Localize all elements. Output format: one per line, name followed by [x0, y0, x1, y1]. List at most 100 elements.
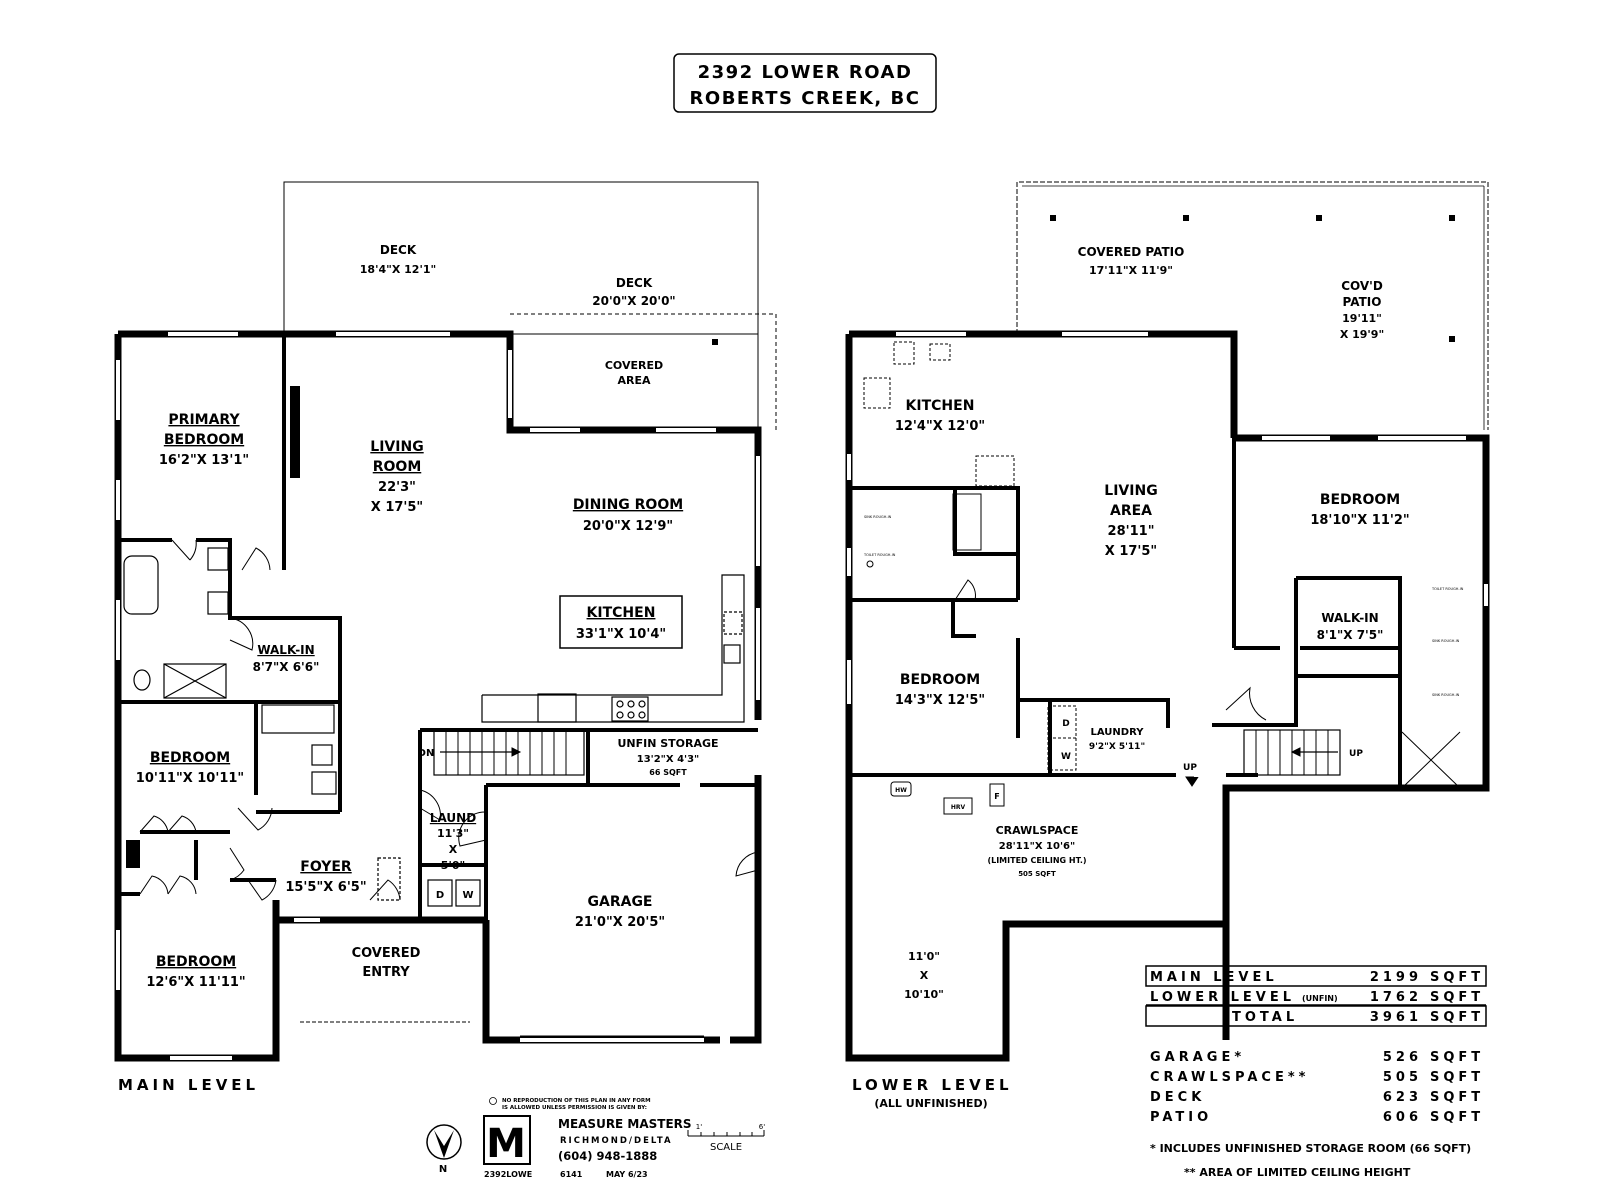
area-summary: MAIN LEVEL 2199 SQFT LOWER LEVEL (UNFIN)…: [1145, 965, 1487, 1179]
main-doors: [139, 539, 759, 901]
crawlspace-note: (LIMITED CEILING HT.): [987, 856, 1086, 865]
dryer-label: D: [436, 890, 444, 901]
scale-min: 1': [696, 1123, 702, 1131]
crawlspace-area-label: CRAWLSPACE**: [1150, 1070, 1309, 1085]
crawlspace-label: CRAWLSPACE: [996, 824, 1079, 837]
company-phone: (604) 948-1888: [558, 1149, 657, 1163]
main-level-caption: MAIN LEVEL: [118, 1076, 259, 1094]
stair-down-label: DN: [418, 748, 435, 759]
primary-bedroom-line-1: PRIMARY: [168, 412, 240, 428]
patio-area-value: 606: [1383, 1110, 1422, 1125]
deck-outline: [283, 181, 759, 335]
summary-row-2-value: 1762: [1370, 990, 1422, 1005]
lower-kitchen-dim: 12'4"X 12'0": [895, 419, 985, 434]
living-area-dim-1: 28'11": [1108, 524, 1155, 539]
lower-stair: [1185, 729, 1341, 787]
kitchen-counter: [481, 574, 745, 723]
primary-bedroom-dim: 16'2"X 13'1": [159, 453, 249, 468]
sink-rough-in-3: SINK ROUGH-IN: [1432, 693, 1460, 697]
summary-total-label: TOTAL: [1232, 1010, 1298, 1025]
summary-row-1-value: 2199: [1370, 970, 1422, 985]
unfin-storage-area: 66 SQFT: [649, 768, 687, 777]
kitchen-label: KITCHEN: [587, 605, 656, 621]
covered-entry-line-2: ENTRY: [362, 965, 410, 980]
bedroom-2-dim: 10'11"X 10'11": [136, 771, 244, 786]
logo-mark: M: [486, 1121, 526, 1167]
sink-rough-in-2: SINK ROUGH-IN: [1432, 639, 1460, 643]
lower-laundry-label: LAUNDRY: [1091, 727, 1145, 738]
covd-patio-line-1: COV'D: [1341, 279, 1383, 293]
living-room-dim-1: 22'3": [378, 480, 416, 495]
primary-bedroom-line-2: BEDROOM: [164, 432, 244, 448]
nook-dim-1: 11'0": [908, 950, 940, 963]
lower-kitchen-label: KITCHEN: [906, 398, 975, 414]
stair-up-label-2: UP: [1349, 749, 1363, 759]
covered-area-line-2: AREA: [617, 374, 650, 387]
deck-area-value: 623: [1383, 1090, 1422, 1105]
walk-in-dim: 8'7"X 6'6": [253, 660, 320, 674]
bedroom-3-label: BEDROOM: [156, 954, 236, 970]
crawlspace-dim: 28'11"X 10'6": [999, 841, 1075, 852]
company-city: RICHMOND/DELTA: [560, 1136, 673, 1146]
address-line-2: ROBERTS CREEK, BC: [690, 88, 921, 109]
lower-level-subcaption: (ALL UNFINISHED): [874, 1097, 987, 1110]
copyright-line-1: NO REPRODUCTION OF THIS PLAN IN ANY FORM: [502, 1098, 651, 1104]
summary-row-1-label: MAIN LEVEL: [1150, 970, 1278, 985]
kitchen-dim: 33'1"X 10'4": [576, 627, 666, 642]
unfin-storage-dim: 13'2"X 4'3": [637, 754, 700, 765]
deck-a-dim: 18'4"X 12'1": [360, 263, 436, 276]
lower-bedroom-b-label: BEDROOM: [900, 672, 980, 688]
patio-outline: [1016, 181, 1489, 430]
scale-max: 6': [759, 1123, 765, 1131]
lower-walk-in-dim: 8'1"X 7'5": [1317, 628, 1384, 642]
address-line-1: 2392 LOWER ROAD: [698, 62, 913, 83]
scale-bar: [687, 1130, 765, 1137]
footnote-1: * INCLUDES UNFINISHED STORAGE ROOM (66 S…: [1150, 1142, 1471, 1155]
garage-label: GARAGE: [588, 894, 653, 910]
lower-laundry-dim: 9'2"X 5'11": [1089, 742, 1145, 752]
living-room-dim-2: X 17'5": [371, 500, 423, 515]
lower-level-plan: COVERED PATIO 17'11"X 11'9" COV'D PATIO …: [845, 181, 1490, 1110]
washer-label: W: [462, 890, 473, 901]
patio-area-unit: SQFT: [1430, 1110, 1484, 1125]
lower-fixtures: [863, 341, 1461, 815]
living-area-line-1: LIVING: [1104, 483, 1157, 499]
summary-total-unit: SQFT: [1430, 1010, 1484, 1025]
hot-water-label: HW: [895, 787, 907, 794]
stair-up-label-1: UP: [1183, 763, 1197, 773]
main-level-plan: DECK 18'4"X 12'1" DECK 20'0"X 20'0" COVE…: [114, 181, 777, 1094]
covered-entry-line-1: COVERED: [352, 946, 421, 961]
patio-area-label: PATIO: [1150, 1110, 1212, 1125]
deck-b-label: DECK: [616, 276, 653, 290]
garage-dim: 21'0"X 20'5": [575, 915, 665, 930]
main-bath-fixtures: [123, 547, 481, 907]
lower-windows: [847, 332, 1488, 777]
lower-bedroom-a-dim: 18'10"X 11'2": [1310, 513, 1409, 528]
deck-a-label: DECK: [380, 243, 417, 257]
covd-patio-line-2: PATIO: [1343, 295, 1382, 309]
plan-code: 2392LOWE: [484, 1170, 532, 1179]
living-room-line-1: LIVING: [370, 439, 423, 455]
hrv-label: HRV: [951, 804, 966, 811]
nook-dim-2: 10'10": [904, 988, 944, 1001]
covered-patio-dim: 17'11"X 11'9": [1089, 264, 1173, 277]
lower-bedroom-a-label: BEDROOM: [1320, 492, 1400, 508]
covd-patio-dim-1: 19'11": [1342, 312, 1382, 325]
living-area-dim-2: X 17'5": [1105, 544, 1157, 559]
garage-area-unit: SQFT: [1430, 1050, 1484, 1065]
deck-area-unit: SQFT: [1430, 1090, 1484, 1105]
unfin-storage-label: UNFIN STORAGE: [617, 737, 718, 750]
laund-dim-1: 11'3": [437, 827, 469, 840]
laund-dim-x: X: [449, 843, 458, 856]
crawlspace-area-value: 505: [1383, 1070, 1422, 1085]
living-area-line-2: AREA: [1110, 503, 1152, 519]
lower-bedroom-b-dim: 14'3"X 12'5": [895, 693, 985, 708]
summary-row-2-qualifier: (UNFIN): [1302, 994, 1338, 1003]
foyer-label: FOYER: [300, 859, 352, 875]
lower-interior-walls: [849, 438, 1402, 788]
living-room-line-2: ROOM: [373, 459, 422, 475]
company-name: MEASURE MASTERS: [558, 1117, 692, 1131]
deck-area-label: DECK: [1150, 1090, 1205, 1105]
lower-walk-in-label: WALK-IN: [1321, 611, 1378, 625]
